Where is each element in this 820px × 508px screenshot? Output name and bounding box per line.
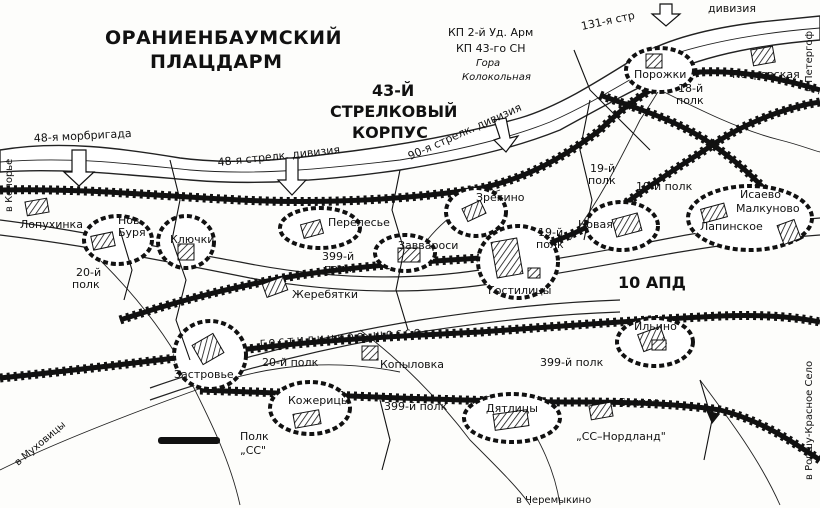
corps-line2: СТРЕЛКОВЫЙ: [330, 102, 457, 121]
village-kopylovka: Копыловка: [380, 358, 444, 371]
map-title-line2: ПЛАЦДАРМ: [150, 51, 282, 73]
road-label: гостилицкое шоссе: [259, 325, 424, 349]
regiment-399b-label: 399-й полк: [540, 356, 604, 369]
arrow-marine: [62, 149, 96, 187]
regiment-18-line1: 18-й: [678, 82, 703, 95]
unit-marine-label: 48-я морбригада: [33, 127, 131, 145]
village-isaevo-line1: Исаево: [740, 188, 781, 201]
map-title-line1: ОРАНИЕНБАУМСКИЙ: [105, 26, 342, 49]
village-ilyino: Ильино: [634, 320, 677, 333]
direction-cheremykino: в Черемыкино: [516, 495, 591, 506]
village-kozheritsy: Кожерицы: [288, 394, 350, 407]
village-novbura-line1: Нов.: [118, 214, 143, 227]
command-post-line1: КП 2-й Уд. Арм: [448, 26, 533, 39]
unit-div131b-label: дивизия: [708, 2, 756, 15]
village-zherebyatki: Жеребятки: [292, 288, 358, 301]
corps-line3: КОРПУС: [352, 123, 428, 142]
scale-bar: [158, 437, 220, 444]
regiment-19c-line2: полк: [536, 238, 564, 251]
attack-arrows: [62, 3, 682, 196]
ss-nordland-label: „СС–Нордланд": [576, 430, 666, 443]
village-novbura-line2: Буря: [118, 226, 146, 239]
village-isaevo-line2: Малкуново: [736, 202, 800, 215]
arrow-131: [650, 3, 682, 27]
village-lopukhinka: Лопухинка: [20, 218, 83, 231]
village-dyatlitsy: Дятлицы: [486, 402, 538, 415]
regiment-399a-line2: полк: [324, 262, 352, 275]
direction-koporye: в Копорье: [4, 159, 15, 212]
artillery-label: 10 АПД: [618, 273, 686, 292]
village-lapinskoe: Лапинское: [700, 220, 763, 233]
regiment-20b-label: 20-й полк: [262, 356, 319, 369]
regiment-20a-line1: 20-й: [76, 266, 101, 279]
regiment-18-line2: полк: [676, 94, 704, 107]
command-post-line2: КП 43-го СН: [456, 42, 526, 55]
hill-line2: Колокольная: [462, 72, 531, 83]
village-zavarosi: Заввароси: [398, 239, 458, 252]
direction-mukhovitsy: в Муховицы: [13, 420, 68, 469]
village-zastrovye: Застровье: [174, 368, 234, 381]
village-zrekino: Зрекино: [476, 191, 525, 204]
village-sokuli: Сокули: [618, 396, 660, 409]
regiment-399c-label: 399-й полк: [384, 400, 448, 413]
strongpoints: [82, 46, 814, 444]
ring-novbura: [82, 214, 154, 266]
ss-regiment-line1: Полк: [240, 430, 269, 443]
village-klyuchki: Ключки: [170, 233, 214, 246]
regiment-20a-line2: полк: [72, 278, 100, 291]
hill-line1: Гора: [476, 58, 500, 69]
village-porozhki: Порожки: [634, 68, 686, 81]
ring-porozhki: [624, 46, 696, 94]
unit-div131a-label: 131-я стр: [580, 9, 636, 33]
regiment-19b-label: 19-й полк: [636, 180, 693, 193]
arrow-div48: [276, 157, 308, 196]
ring-klyuchki: [156, 214, 216, 270]
regiment-19c-line1: 19-й: [538, 226, 563, 239]
ss-regiment-line2: „СС": [240, 444, 266, 457]
ring-kozheritsy: [268, 380, 352, 436]
black-arrowhead: [706, 410, 720, 424]
village-gostilitsy: Гостилицы: [488, 284, 551, 297]
arrow-div90: [492, 117, 520, 153]
village-petrovskaya: Петровская: [732, 68, 800, 81]
village-novaya: Новая: [578, 218, 613, 231]
direction-peterhof: в Петергоф: [804, 31, 815, 92]
regiment-19a-line2: полк: [588, 174, 616, 187]
regiment-399a-line1: 399-й: [322, 250, 354, 263]
corps-line1: 43-Й: [372, 81, 414, 100]
direction-ropsha: в Ропшу-Красное Село: [804, 361, 815, 480]
village-perelesye: Перелесье: [328, 216, 390, 229]
regiment-19a-line1: 19-й: [590, 162, 615, 175]
